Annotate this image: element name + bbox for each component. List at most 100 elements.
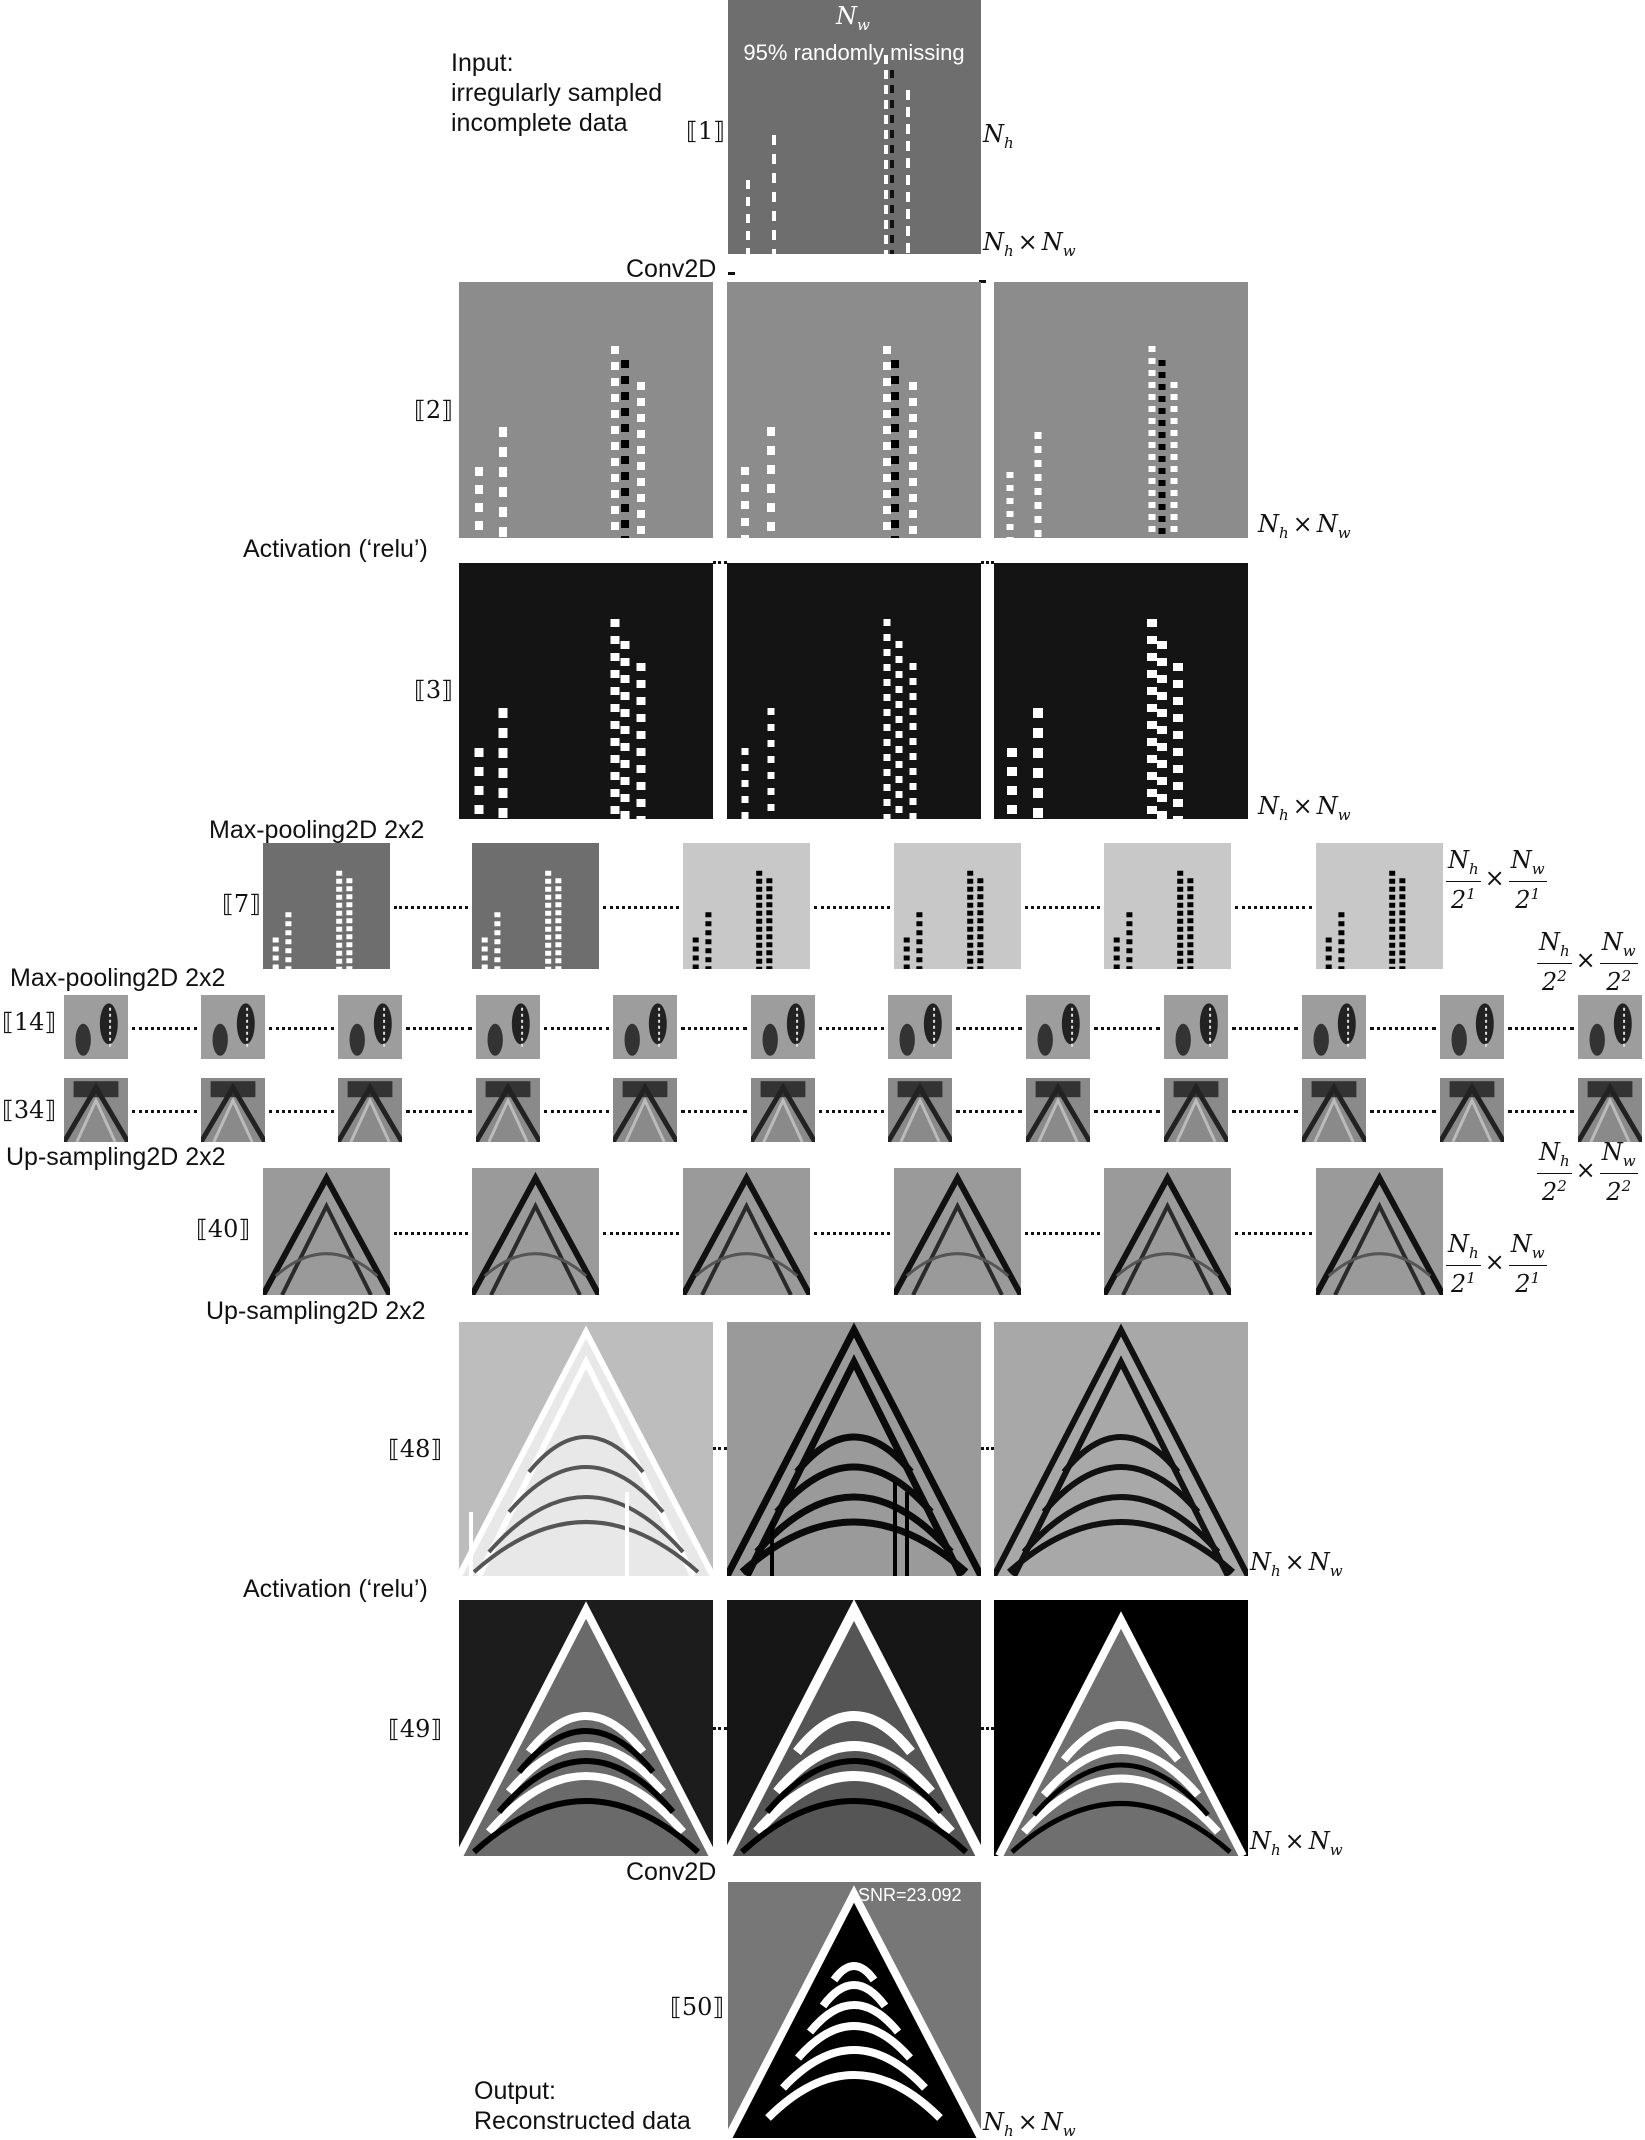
connector-dots	[1235, 1231, 1312, 1235]
feature-map-2a-image	[475, 346, 645, 538]
connector-dots	[269, 1110, 334, 1113]
index-50: ⟦50⟧	[670, 1993, 725, 2021]
connector-dots	[1370, 1027, 1436, 1030]
feature-map-2b	[727, 282, 981, 538]
feature-map-2c-image	[1006, 346, 1178, 538]
connector-dots	[406, 1110, 472, 1113]
upsample-label-2: Up-sampling2D 2x2	[206, 1297, 426, 1325]
input-bottom-dim: Nh×Nw	[983, 228, 1076, 260]
pool1-thumb	[894, 843, 1021, 969]
index-34: ⟦34⟧	[2, 1096, 57, 1124]
upsample-label-1: Up-sampling2D 2x2	[6, 1143, 226, 1171]
output-image	[728, 1882, 981, 2138]
connector-dots	[981, 561, 994, 564]
connector-dots	[1025, 906, 1100, 909]
index-3: ⟦3⟧	[414, 676, 454, 704]
index-40: ⟦40⟧	[196, 1215, 251, 1243]
connector-dots	[1232, 1027, 1298, 1030]
mid-thumb	[1302, 1078, 1366, 1142]
connector-dots	[603, 1231, 679, 1235]
connector-dots	[132, 1110, 197, 1113]
index-1: ⟦1⟧	[686, 117, 726, 145]
connector-dots	[681, 1027, 747, 1030]
connector-dots	[394, 1231, 468, 1235]
pool2-thumb	[476, 995, 540, 1059]
pool1-thumb	[1104, 843, 1231, 969]
feature-map-48a-image	[459, 1322, 713, 1576]
mid-thumb	[1578, 1078, 1642, 1142]
pool2-thumb	[1302, 995, 1366, 1059]
input-panel	[728, 0, 981, 254]
connector-dots	[713, 1727, 727, 1730]
output-dim: Nh×Nw	[983, 2108, 1076, 2140]
pool2-thumb	[1440, 995, 1504, 1059]
connector-dots	[1235, 906, 1312, 909]
connector-dots	[981, 1447, 994, 1450]
feature-map-48c-image	[994, 1322, 1248, 1576]
feature-map-49b-image	[727, 1600, 981, 1856]
connector-dots	[981, 1727, 994, 1730]
index-7: ⟦7⟧	[222, 890, 262, 918]
feature-map-49a	[459, 1600, 713, 1856]
activation-label-2: Activation (‘relu’)	[243, 1575, 428, 1603]
connector-dots	[1232, 1110, 1298, 1113]
up1-thumb	[1104, 1168, 1231, 1295]
pool2-thumb	[751, 995, 815, 1059]
connector-dots	[681, 1110, 747, 1113]
mid-thumb	[1440, 1078, 1504, 1142]
up1-thumb	[263, 1168, 390, 1295]
pool2-thumb	[613, 995, 677, 1059]
feature-map-48b-image	[727, 1322, 981, 1576]
connector-dots	[713, 561, 727, 564]
feature-map-3a	[459, 563, 713, 819]
input-top-dim: Nw	[836, 2, 870, 34]
feature-map-2b-image	[741, 346, 917, 538]
feature-map-2c	[994, 282, 1248, 538]
feature-map-48b	[727, 1322, 981, 1576]
connector-dots	[544, 1110, 609, 1113]
connector-dots	[979, 280, 985, 283]
up1-thumb	[1316, 1168, 1443, 1295]
feature-map-3c	[994, 563, 1248, 819]
connector-dots	[603, 906, 679, 909]
connector-dots	[1094, 1027, 1160, 1030]
up1-thumb	[894, 1168, 1021, 1295]
connector-dots	[814, 906, 890, 909]
pool2-thumb	[338, 995, 402, 1059]
mid-thumb	[751, 1078, 815, 1142]
pool2-thumb	[64, 995, 128, 1059]
feature-map-49a-image	[459, 1600, 713, 1856]
pool2-thumb	[1578, 995, 1642, 1059]
connector-dots	[544, 1027, 609, 1030]
missing-note: 95% randomly missing	[743, 40, 965, 65]
maxpool-label-2: Max-pooling2D 2x2	[10, 964, 226, 992]
mid-thumb	[338, 1078, 402, 1142]
pool1-thumb	[472, 843, 599, 969]
mid-thumb	[476, 1078, 540, 1142]
pool1-thumb	[683, 843, 810, 969]
pool2-thumb	[1026, 995, 1090, 1059]
dim-row-49: Nh×Nw	[1250, 1827, 1343, 1859]
output-panel	[728, 1882, 981, 2138]
connector-dots	[1508, 1027, 1574, 1030]
feature-map-3b-image	[741, 619, 917, 819]
connector-dots	[1508, 1110, 1574, 1113]
connector-dots	[819, 1110, 884, 1113]
connector-dots	[819, 1027, 884, 1030]
mid-thumb	[1026, 1078, 1090, 1142]
connector-dots	[132, 1027, 197, 1030]
connector-dots	[1094, 1110, 1160, 1113]
conv-label-2: Conv2D	[626, 1858, 717, 1886]
connector-dots	[394, 906, 468, 909]
feature-map-3c-image	[1007, 619, 1183, 819]
mid-thumb	[888, 1078, 952, 1142]
maxpool-label-1: Max-pooling2D 2x2	[209, 816, 425, 844]
feature-map-3a-image	[474, 619, 646, 819]
connector-dots	[713, 1447, 727, 1450]
feature-map-48a	[459, 1322, 713, 1576]
connector-dots	[956, 1027, 1022, 1030]
